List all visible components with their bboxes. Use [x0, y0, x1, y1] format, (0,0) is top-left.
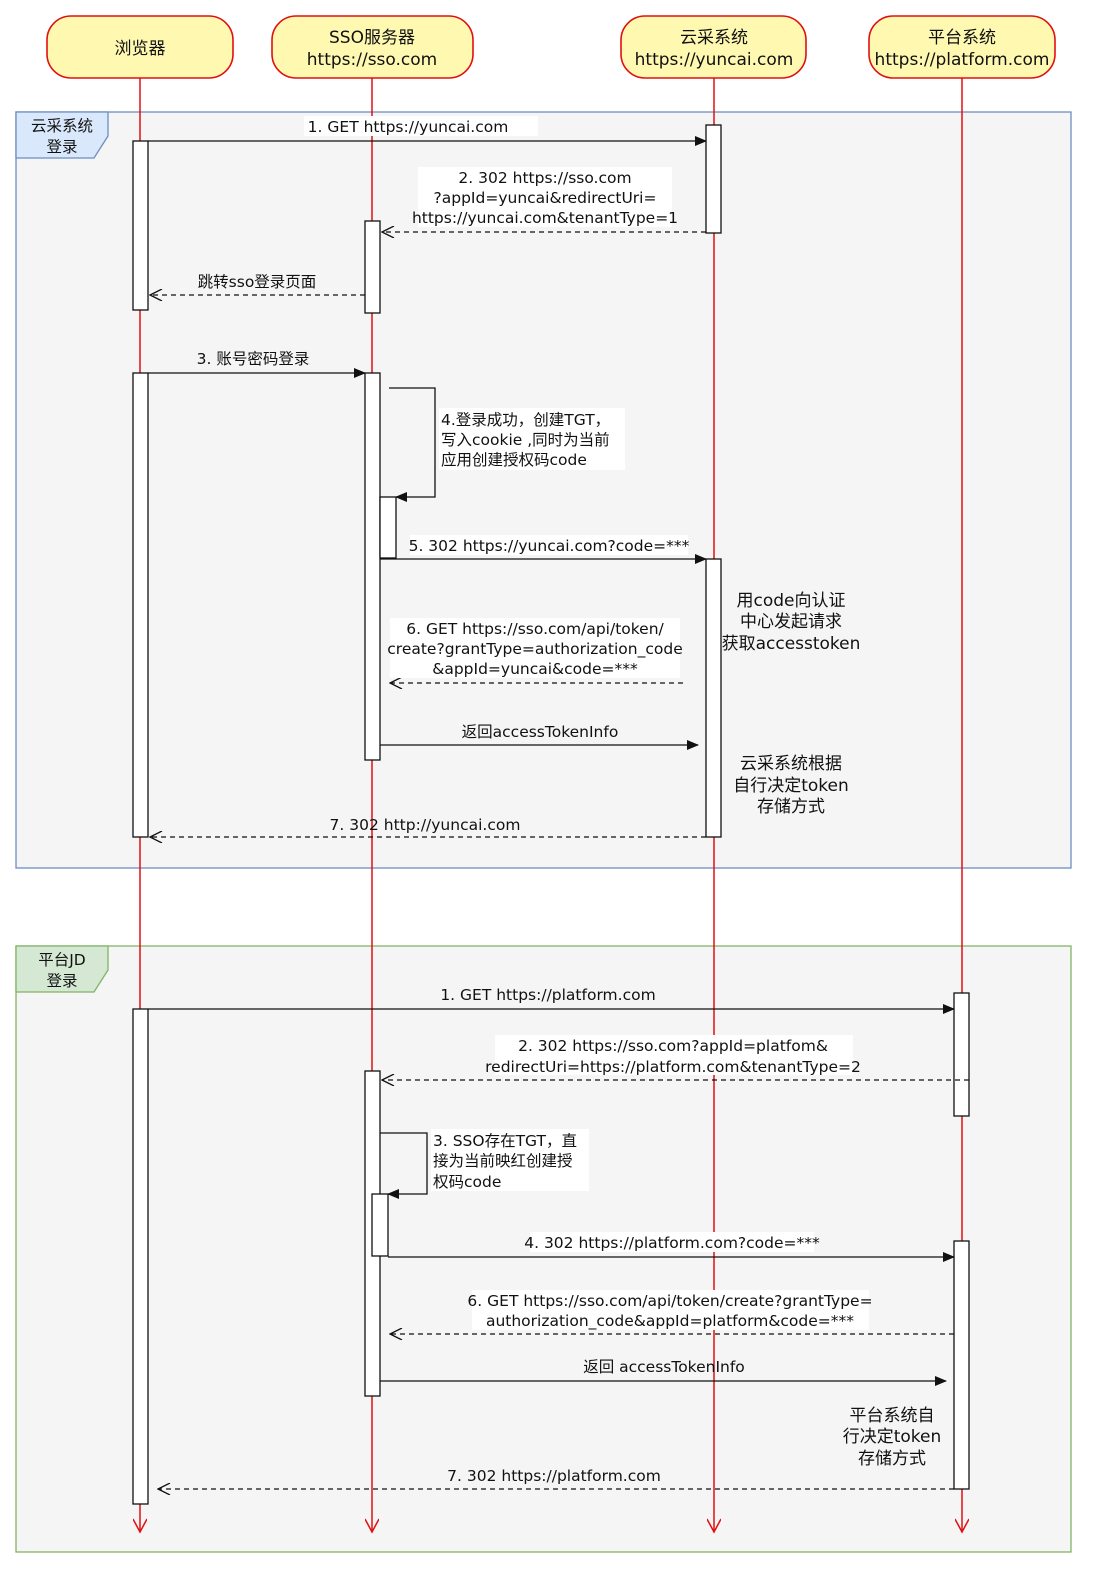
- message-g2-1: 1. GET https://platform.com: [148, 986, 955, 1014]
- message-label: &appId=yuncai&code=***: [432, 660, 638, 678]
- message-label: 6. GET https://sso.com/api/token/create?…: [467, 1292, 872, 1310]
- note-text: 中心发起请求: [740, 612, 842, 632]
- group-label: 云采系统: [31, 117, 93, 135]
- message-g2-6: 6. GET https://sso.com/api/token/create?…: [390, 1290, 954, 1334]
- message-g1-6: 6. GET https://sso.com/api/token/ create…: [387, 618, 683, 683]
- message-g1-2: 2. 302 https://sso.com ?appId=yuncai&red…: [382, 167, 706, 232]
- participant-sso: SSO服务器 https://sso.com: [271, 15, 474, 79]
- group-label-tab: [15, 111, 109, 159]
- message-label: 7. 302 http://yuncai.com: [330, 816, 521, 834]
- message-label: 4.登录成功，创建TGT，: [441, 411, 610, 429]
- group-label: 登录: [46, 972, 77, 990]
- message-label: 1. GET https://yuncai.com: [308, 118, 509, 136]
- message-g1-7: 7. 302 http://yuncai.com: [150, 816, 706, 837]
- activation-bar: [364, 220, 381, 314]
- note-text: 行决定token: [843, 1427, 942, 1447]
- message-g1-return-token: 返回accessTokenInfo: [380, 723, 699, 750]
- note-text: 自行决定token: [733, 776, 849, 796]
- message-label: 返回 accessTokenInfo: [583, 1358, 745, 1376]
- participant-name: 浏览器: [115, 39, 166, 59]
- activation-bar: [379, 496, 397, 559]
- activation-bar: [132, 1008, 149, 1505]
- message-g1-1: 1. GET https://yuncai.com: [148, 116, 707, 146]
- note-text: 存储方式: [757, 797, 825, 817]
- note-text: 存储方式: [858, 1449, 926, 1469]
- message-g2-4: 4. 302 https://platform.com?code=***: [388, 1232, 955, 1262]
- message-label: 6. GET https://sso.com/api/token/: [406, 620, 664, 638]
- message-label: 写入cookie ,同时为当前: [441, 431, 610, 449]
- message-label: 5. 302 https://yuncai.com?code=***: [409, 537, 690, 555]
- message-label: 返回accessTokenInfo: [462, 723, 619, 741]
- activations: [132, 124, 970, 1505]
- message-g1-redirect-login: 跳转sso登录页面: [150, 273, 365, 295]
- message-g2-3-self: 3. SSO存在TGT，直 接为当前映红创建授 权码code: [380, 1129, 589, 1199]
- activation-bar: [364, 372, 381, 761]
- message-label: 2. 302 https://sso.com?appId=platfom&: [518, 1037, 828, 1055]
- message-label: 1. GET https://platform.com: [440, 986, 655, 1004]
- group-frame: [15, 111, 1072, 869]
- activation-bar: [705, 558, 722, 838]
- message-label: 权码code: [433, 1173, 501, 1191]
- group-label: 平台JD: [38, 951, 86, 969]
- participant-url: https://platform.com: [875, 50, 1050, 70]
- note-g1-token-storage: 云采系统根据 自行决定token 存储方式: [733, 754, 849, 817]
- participant-name: 平台系统: [928, 28, 996, 48]
- note-g1-request-token: 用code向认证 中心发起请求 获取accesstoken: [722, 591, 861, 654]
- message-label: redirectUri=https://platform.com&tenantT…: [485, 1058, 861, 1076]
- activation-bar: [132, 140, 149, 311]
- participant-url: https://yuncai.com: [635, 50, 794, 70]
- activation-bar: [132, 372, 149, 838]
- participant-name: 云采系统: [680, 28, 748, 48]
- note-text: 平台系统自: [850, 1406, 935, 1426]
- message-label: authorization_code&appId=platform&code=*…: [486, 1312, 854, 1331]
- participant-yuncai: 云采系统 https://yuncai.com: [620, 15, 807, 79]
- activation-bar: [953, 1240, 970, 1490]
- message-label: ?appId=yuncai&redirectUri=: [434, 189, 657, 207]
- activation-bar: [953, 992, 970, 1117]
- message-g1-3: 3. 账号密码登录: [148, 350, 366, 378]
- message-label: 2. 302 https://sso.com: [458, 169, 631, 187]
- message-g2-7: 7. 302 https://platform.com: [158, 1467, 954, 1489]
- participant-platform: 平台系统 https://platform.com: [868, 15, 1056, 79]
- participant-url: https://sso.com: [307, 50, 437, 70]
- note-g2-token-storage: 平台系统自 行决定token 存储方式: [843, 1406, 942, 1469]
- note-text: 获取accesstoken: [722, 634, 861, 654]
- group-yuncai-login: 云采系统 登录: [15, 111, 1072, 869]
- message-label: 接为当前映红创建授: [433, 1152, 573, 1170]
- group-label-tab: [15, 945, 109, 993]
- message-label: 3. SSO存在TGT，直: [433, 1132, 577, 1150]
- participant-name: SSO服务器: [329, 28, 415, 48]
- message-label: 应用创建授权码code: [441, 450, 587, 469]
- participant-browser: 浏览器: [46, 15, 234, 79]
- message-g1-5: 5. 302 https://yuncai.com?code=***: [380, 535, 707, 564]
- note-text: 云采系统根据: [740, 754, 842, 774]
- message-label: 跳转sso登录页面: [198, 273, 317, 291]
- group-label: 登录: [46, 138, 77, 156]
- message-label: 7. 302 https://platform.com: [447, 1467, 661, 1485]
- message-label: 3. 账号密码登录: [197, 350, 310, 368]
- activation-bar: [371, 1193, 389, 1257]
- activation-bar: [705, 124, 722, 234]
- message-g1-4-self: 4.登录成功，创建TGT， 写入cookie ,同时为当前 应用创建授权码cod…: [389, 387, 625, 502]
- message-label: create?grantType=authorization_code: [387, 640, 682, 659]
- message-g2-2: 2. 302 https://sso.com?appId=platfom& re…: [382, 1035, 969, 1080]
- message-label: 4. 302 https://platform.com?code=***: [524, 1234, 820, 1252]
- message-g2-return-token: 返回 accessTokenInfo: [380, 1358, 947, 1386]
- message-label: https://yuncai.com&tenantType=1: [412, 209, 678, 227]
- note-text: 用code向认证: [737, 591, 846, 611]
